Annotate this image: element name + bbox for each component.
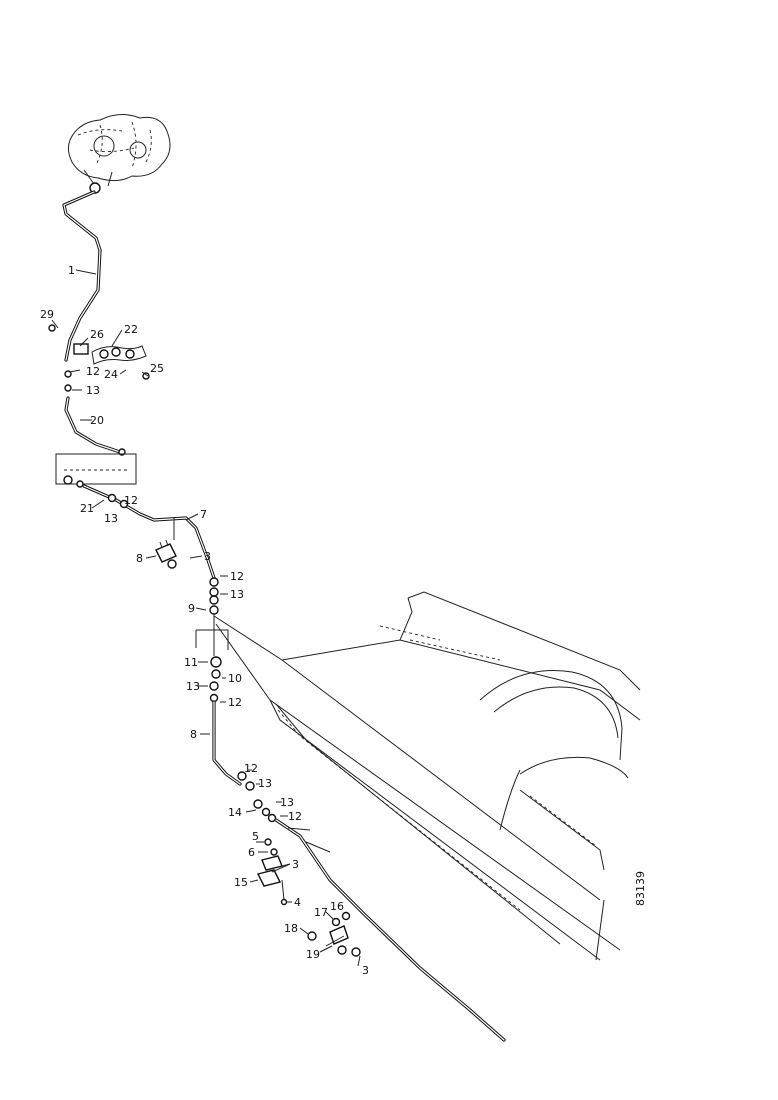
fuel-pipe-8: [212, 700, 277, 823]
panel-box: [55, 453, 137, 485]
callout-label: 13: [230, 588, 244, 601]
callout-label: 13: [280, 796, 294, 809]
callout-label: 12: [244, 762, 258, 775]
callout-label: 19: [306, 948, 320, 961]
callout-label: 8: [136, 552, 143, 565]
callout-label: 25: [150, 362, 164, 375]
callout-label: 16: [330, 900, 344, 913]
clamp-assembly-upper: [155, 539, 177, 569]
callout-label: 22: [124, 323, 138, 336]
callout-labels: 1 29 26 22 12 13 24 25 20 21 13 12 7 8 3…: [40, 264, 369, 977]
callout-label: 20: [90, 414, 104, 427]
callout-label: 13: [104, 512, 118, 525]
callout-label: 1: [68, 264, 75, 277]
callout-label: 21: [80, 502, 94, 515]
vehicle-body-outline: [213, 591, 641, 961]
callout-label: 11: [184, 656, 198, 669]
callout-label: 4: [294, 896, 301, 909]
callout-label: 13: [258, 777, 272, 790]
clamp-assembly-bottom: [307, 911, 361, 957]
callout-label: 12: [124, 494, 138, 507]
bracket-assembly-22: [48, 324, 150, 392]
callout-label: 7: [200, 508, 207, 521]
callout-label: 15: [234, 876, 248, 889]
callout-label: 29: [40, 308, 54, 321]
callout-label: 8: [190, 728, 197, 741]
callout-label: 10: [228, 672, 242, 685]
callout-label: 13: [86, 384, 100, 397]
callout-label: 18: [284, 922, 298, 935]
fuel-pipe-lower-run: [274, 818, 506, 1042]
callout-label: 14: [228, 806, 242, 819]
callout-label: 12: [86, 365, 100, 378]
fitting-stack-middle: [209, 656, 222, 703]
fitting-stack-upper: [209, 577, 219, 656]
fuel-pipe-upper: [62, 190, 102, 362]
callout-label: 12: [230, 570, 244, 583]
document-number: 83139: [634, 871, 647, 906]
callout-label: 3: [292, 858, 299, 871]
callout-label: 24: [104, 368, 118, 381]
mount-bracket: [195, 629, 229, 650]
clamp-assembly-lower: [256, 838, 291, 906]
callout-leaders: [51, 269, 361, 967]
callout-label: 17: [314, 906, 328, 919]
callout-label: 12: [228, 696, 242, 709]
engine-assembly: [67, 114, 171, 194]
callout-label: 13: [186, 680, 200, 693]
callout-label: 6: [248, 846, 255, 859]
fuel-pipe-7: [63, 475, 216, 580]
callout-label: 5: [252, 830, 259, 843]
callout-label: 9: [188, 602, 195, 615]
callout-label: 26: [90, 328, 104, 341]
callout-label: 3: [204, 550, 211, 563]
callout-label: 3: [362, 964, 369, 977]
callout-label: 12: [288, 810, 302, 823]
